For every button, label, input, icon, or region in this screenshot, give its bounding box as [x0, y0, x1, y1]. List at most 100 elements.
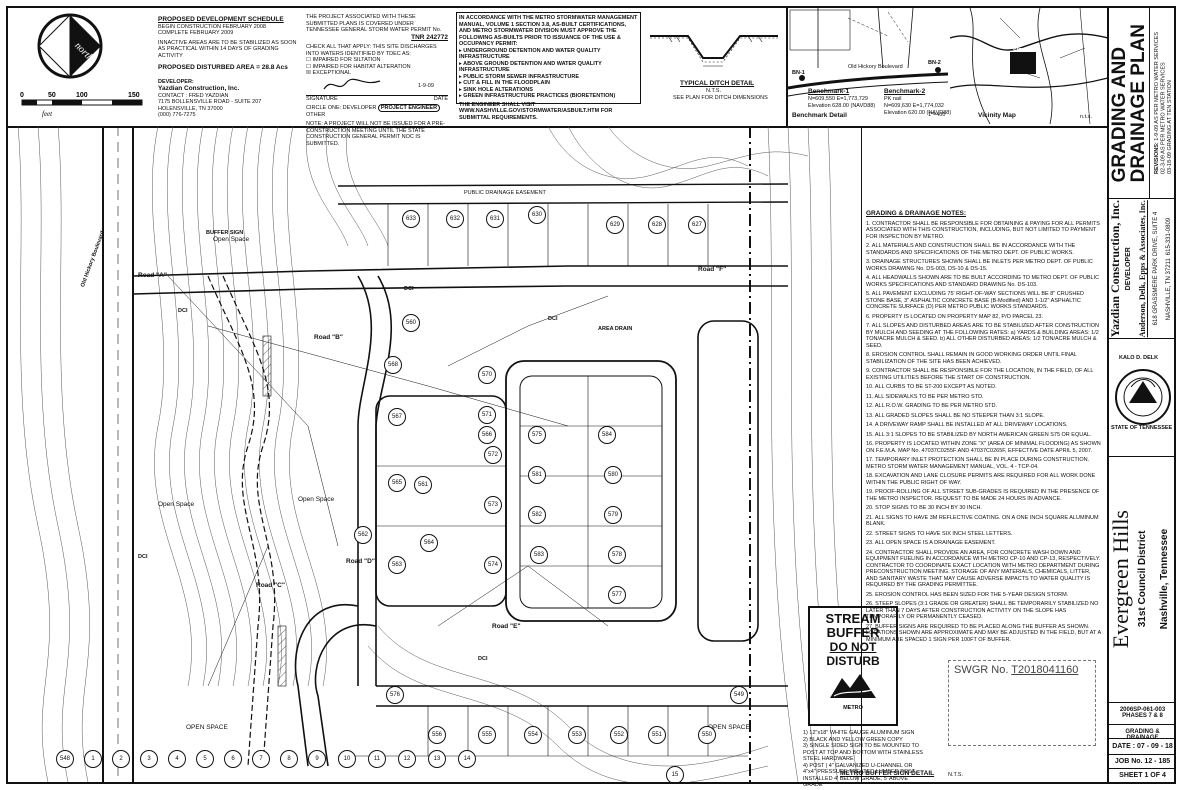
lot-number: 10: [338, 750, 356, 768]
sheet-box: SHEET 1 OF 4: [1109, 768, 1176, 782]
lot-number: 572: [484, 446, 502, 464]
lot-number: 2: [112, 750, 130, 768]
asbuilt-item-5: ▸ SINK HOLE ALTERATIONS: [459, 86, 533, 93]
note-item: 12. ALL R.O.W. GRADING TO BE PER METRO S…: [866, 403, 998, 409]
scale-unit: feet: [42, 110, 53, 118]
permit-text: THE PROJECT ASSOCIATED WITH THESE SUBMIT…: [306, 14, 442, 33]
revision-1: 1-9-09 AS PER METRO WATER SERVICES: [1153, 31, 1160, 141]
header-strip: north 0 50 100 150 feet PROPOSED DEVELOP…: [8, 8, 786, 147]
note-item: 27. BUFFER SIGNS ARE REQUIRED TO BE PLAC…: [866, 623, 1101, 643]
bm2-label: BN-2: [928, 60, 941, 66]
lot-number: 576: [386, 686, 404, 704]
signature-label: SIGNATURE: [306, 95, 338, 102]
developer-line-2: 7175 BOLLENSVILLE ROAD - SUITE 207: [158, 99, 262, 105]
asbuilt-item-5-label: SINK HOLE ALTERATIONS: [463, 86, 533, 93]
road-f-label: Road "F": [698, 266, 727, 273]
plan-title-line-1: GRADING AND: [1109, 46, 1130, 183]
tb-engineer-line-2: NASHVILLE, TN 37211: [1166, 257, 1172, 320]
note-item: 26. STEEP SLOPES (3:1 GRADE OR GREATER) …: [866, 601, 1099, 620]
check-item-3: ☒ EXCEPTIONAL: [306, 70, 351, 76]
vicinity-nts: n.t.s.: [1080, 114, 1092, 120]
job-box: JOB No. 12 - 185: [1109, 754, 1176, 768]
note-item: 14. A DRIVEWAY RAMP SHALL BE INSTALLED A…: [866, 422, 1068, 428]
lot-number: 555: [478, 726, 496, 744]
bm2-coords-3: Elevation 620.00 (NAVD88): [884, 110, 952, 116]
project-city: Nashville, Tennessee: [1158, 529, 1170, 630]
sign-note-1: 1) 12"x18" WHITE GAUGE ALUMINUM SIGN: [803, 730, 915, 736]
open-space-label-1: Open Space: [213, 236, 250, 243]
bm-scale-note: 1"=400': [928, 112, 947, 118]
project-code-box: 2006SP-061-003 PHASES 7 & 8: [1109, 702, 1176, 724]
lot-number: 631: [486, 210, 504, 228]
asbuilt-item-6: ▸ GREEN INFRASTRUCTURE PRACTICES (BIORET…: [459, 93, 616, 99]
ditch-detail-drawing: [650, 35, 778, 67]
road-d-label: Road "D": [346, 558, 375, 565]
note-item: 22. STREET SIGNS TO HAVE SIX INCH STEEL …: [866, 530, 1013, 537]
lot-number: 13: [428, 750, 446, 768]
tb-engineer-line-3: 615-331-0809: [1166, 217, 1172, 255]
note-item: 25. EROSION CONTROL HAS BEEN SIZED FOR T…: [866, 591, 1069, 598]
asbuilt-item-4-label: CUT & FILL IN THE FLOODPLAIN: [463, 80, 550, 86]
date-box: DATE : 07 - 09 - 18: [1109, 738, 1176, 754]
note-item: 18. EXCAVATION AND LANE CLOSURE PERMITS …: [866, 473, 1096, 486]
plan-title: GRADING AND DRAINAGE PLAN: [1109, 24, 1149, 183]
lot-number: 11: [368, 750, 386, 768]
tb-developer-name: Yazdian Construction, Inc.: [1108, 199, 1122, 338]
asbuilt-item-2: ▸ ABOVE GROUND DETENTION AND WATER QUALI…: [459, 60, 602, 74]
note-item: 20. STOP SIGNS TO BE 30 INCH BY 30 INCH.: [866, 505, 982, 511]
permit-number: TNR 242772: [411, 33, 448, 41]
swgr-label: SWGR No.: [954, 664, 1009, 676]
revision-3: 03-18-09 GRADING AT TEN STATION: [1166, 80, 1173, 175]
note-item: 2. ALL MATERIALS AND CONSTRUCTION SHALL …: [866, 243, 1076, 256]
bm2-coords-2: N=609,630 E=1,774,032: [884, 103, 944, 109]
lot-number: 628: [648, 216, 666, 234]
lot-number: 14: [458, 750, 476, 768]
developer-engineer-text: Yazdian Construction, Inc. DEVELOPER And…: [1108, 199, 1176, 338]
asbuilt-item-3: ▸ PUBLIC STORM SEWER INFRASTRUCTURE: [459, 73, 580, 80]
notes-list: 1. CONTRACTOR SHALL BE RESPONSIBLE FOR O…: [866, 221, 1102, 644]
engineer-seal-icon: [1114, 369, 1171, 425]
bm1-coords-2: Elevation 628.00 (NAVD88): [808, 103, 876, 109]
inactive-note: INNACTIVE AREAS ARE TO BE STABILIZED AS …: [158, 39, 297, 59]
lot-number: 556: [428, 726, 446, 744]
lot-number: 632: [446, 210, 464, 228]
note-item: 23. ALL OPEN SPACE IS A DRAINAGE EASEMEN…: [866, 540, 996, 546]
lot-number: 550: [698, 726, 716, 744]
dci-label-5: DCI: [478, 656, 488, 662]
lot-number: 566: [478, 426, 496, 444]
lot-number: 571: [478, 406, 496, 424]
circle-one-row: CIRCLE ONE: DEVELOPER PROJECT ENGINEER O…: [306, 104, 448, 118]
dci-label-4: DCI: [138, 554, 148, 560]
swgr-stamp-box: [948, 660, 1096, 746]
project-district: 31st Council District: [1136, 531, 1148, 628]
job-number: JOB No. 12 - 185: [1114, 758, 1171, 765]
schedule-line-1: BEGIN CONSTRUCTION FEBRUARY 2008: [158, 23, 266, 30]
lot-number: 579: [604, 506, 622, 524]
lot-number: 7: [252, 750, 270, 768]
signature-scribble-icon: [323, 78, 381, 89]
asbuilt-item-3-label: PUBLIC STORM SEWER INFRASTRUCTURE: [463, 73, 580, 80]
lot-number: 5: [196, 750, 214, 768]
sign-metro: METRO: [843, 705, 863, 711]
note-item: 11. ALL SIDEWALKS TO BE PER METRO STD.: [866, 393, 984, 400]
vicinity-map-title: Vicinity Map: [978, 112, 1016, 119]
ditch-note: SEE PLAN FOR DITCH DIMENSIONS: [673, 95, 768, 101]
open-space-label-4: OPEN SPACE: [186, 724, 228, 731]
developer-label: DEVELOPER:: [158, 78, 194, 85]
road-c-label: Road "C": [256, 582, 285, 589]
asbuilt-item-2-label: ABOVE GROUND DETENTION AND WATER QUALITY…: [459, 60, 602, 74]
lot-number: 12: [398, 750, 416, 768]
signature-row: 1-9-09: [306, 77, 448, 95]
developer-engineer-box: Yazdian Construction, Inc. DEVELOPER And…: [1108, 198, 1176, 338]
lot-number: 578: [608, 546, 626, 564]
lot-number: 6: [224, 750, 242, 768]
check-item-2-label: IMPAIRED FOR HABITAT ALTERATION: [312, 63, 411, 70]
note-item: 24. CONTRACTOR SHALL PROVIDE AN AREA, FO…: [866, 549, 1101, 589]
sign-detail-nts: N.T.S.: [948, 772, 963, 778]
scale-tick-50: 50: [48, 92, 56, 99]
bm1-coords-1: N=609,550 E=1,773,729: [808, 96, 868, 102]
revisions-label: REVISIONS:: [1153, 142, 1160, 175]
note-item: 13. ALL GRADED SLOPES SHALL BE NO STEEPE…: [866, 412, 1045, 419]
asbuilt-item-4: ▸ CUT & FILL IN THE FLOODPLAIN: [459, 80, 550, 86]
benchmark2-title: Benchmark-2: [884, 88, 926, 95]
